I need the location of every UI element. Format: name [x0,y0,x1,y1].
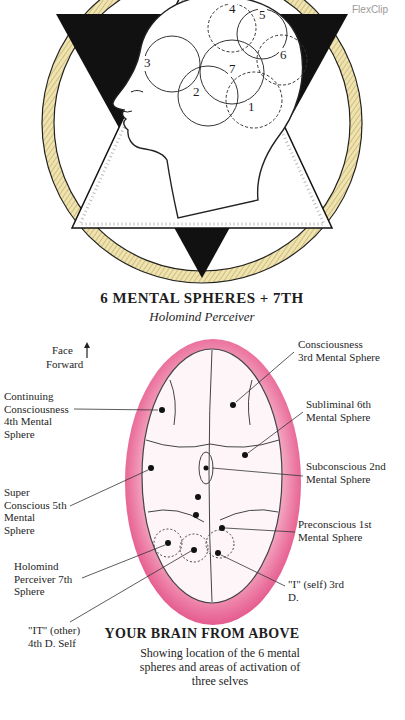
watermark: FlexClip [352,4,388,16]
sphere-label: Continuing Consciousness 4th Mental Sphe… [4,390,72,441]
brain-outline [142,349,282,603]
stipple-edge [80,0,324,224]
sphere-label: Super Conscious 5th Mental Sphere [4,486,68,537]
head-profile [113,0,303,218]
sphere-label: Subconscious 2nd Mental Sphere [306,460,388,485]
direction-label: Forward [46,358,83,371]
sphere-dots [148,402,248,556]
subtitle: Holomind Perceiver [149,310,254,325]
section-heading: YOUR BRAIN FROM ABOVE [105,626,300,642]
head-from-above [125,339,301,625]
sphere-circles [144,4,307,128]
callout-number: 5 [258,8,267,23]
callout-number: 7 [228,62,237,77]
callout-number: 2 [192,85,201,100]
mouth [122,111,132,112]
self-label: "IT" (other) 4th D. Self [28,624,90,649]
callout-number: 4 [228,2,237,17]
eye [131,91,143,93]
activation-circles [154,529,234,562]
self-label: "I" (self) 3rd D. [288,578,348,603]
callout-number: 6 [279,48,288,63]
white-triangle [72,0,332,228]
ring-outer [42,0,362,283]
sphere-label: Holomind Perceiver 7th Sphere [14,560,82,598]
sphere-label: Subliminal 6th Mental Sphere [306,398,386,423]
sphere-label: Consciousness 3rd Mental Sphere [298,338,380,363]
caption: Showing location of the 6 mental spheres… [132,647,308,688]
title: 6 MENTAL SPHERES + 7TH [100,290,303,307]
brain-lines [146,350,279,602]
ring-band [48,0,356,277]
sphere-label: Preconscious 1st Mental Sphere [298,518,380,543]
direction-arrow [84,342,90,358]
callout-number: 3 [143,56,152,71]
direction-label: Face [52,344,73,357]
leader-lines [70,352,303,622]
callout-number: 1 [247,100,256,115]
